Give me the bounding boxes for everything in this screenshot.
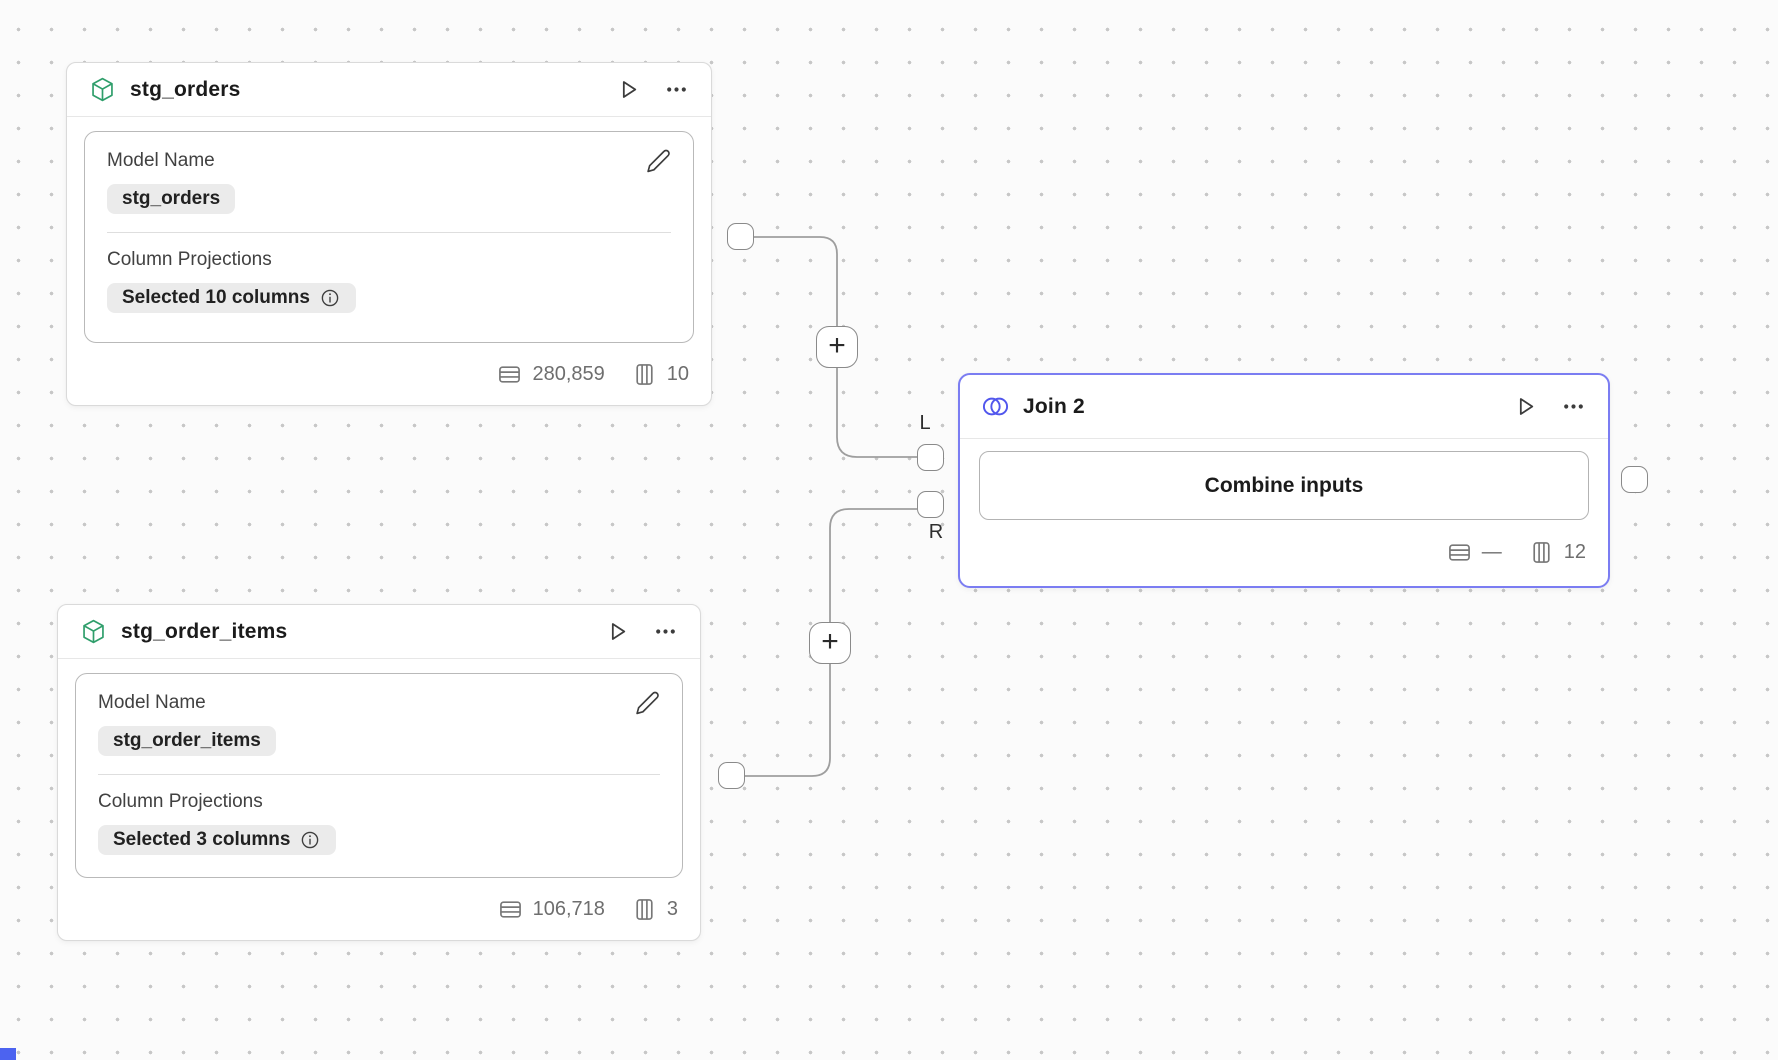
column-count-icon: [632, 897, 657, 922]
row-count: 106,718: [532, 897, 605, 920]
edit-model-name-button[interactable]: [635, 690, 660, 715]
play-icon: [1519, 398, 1534, 415]
selected-columns-chip[interactable]: Selected 3 columns: [98, 825, 337, 855]
play-icon: [622, 81, 637, 98]
column-count-icon: [1529, 540, 1554, 565]
row-count-icon: [1447, 540, 1472, 565]
node-stats: 106,718 3: [58, 878, 700, 940]
run-node-button[interactable]: [616, 77, 641, 102]
node-menu-button[interactable]: [664, 77, 689, 102]
run-node-button[interactable]: [605, 619, 630, 644]
node-header[interactable]: stg_order_items: [58, 605, 700, 659]
selected-columns-chip[interactable]: Selected 10 columns: [107, 283, 356, 313]
info-icon[interactable]: [319, 287, 341, 309]
node-config-panel: Model Name stg_orders Column Projections…: [84, 131, 694, 343]
model-node-stg-orders[interactable]: stg_orders Model Name: [66, 62, 712, 406]
pencil-icon: [636, 691, 659, 714]
node-stats: 280,859 10: [67, 343, 711, 405]
info-icon[interactable]: [299, 829, 321, 851]
play-icon: [611, 623, 626, 640]
node-menu-button[interactable]: [653, 619, 678, 644]
run-node-button[interactable]: [1513, 394, 1538, 419]
join-left-input-port[interactable]: [917, 444, 944, 471]
output-port-stg-order-items[interactable]: [718, 762, 745, 789]
node-config-panel: Model Name stg_order_items Column Projec…: [75, 673, 683, 878]
row-count-icon: [498, 897, 523, 922]
insert-node-on-edge-button-bottom[interactable]: +: [809, 622, 851, 664]
column-count-icon: [632, 362, 657, 387]
divider: [98, 774, 660, 775]
column-count: 12: [1563, 540, 1586, 563]
node-title: Join 2: [1023, 394, 1085, 418]
row-count-icon: [497, 362, 522, 387]
join-right-input-port[interactable]: [917, 491, 944, 518]
row-count: 280,859: [532, 362, 605, 385]
model-name-chip: stg_orders: [107, 184, 236, 214]
canvas-corner-indicator: [0, 1048, 16, 1060]
right-input-label: R: [928, 521, 944, 543]
divider: [107, 232, 671, 233]
model-name-chip: stg_order_items: [98, 726, 276, 756]
column-count: 10: [666, 362, 689, 385]
node-header[interactable]: stg_orders: [67, 63, 711, 117]
column-count: 3: [666, 897, 678, 920]
ellipsis-icon: [667, 87, 686, 92]
join-node[interactable]: Join 2 Combine inputs: [958, 373, 1610, 588]
model-node-stg-order-items[interactable]: stg_order_items Model Name: [57, 604, 701, 941]
node-title: stg_order_items: [121, 619, 288, 643]
model-cube-icon: [89, 76, 116, 103]
model-cube-icon: [80, 618, 107, 645]
insert-node-on-edge-button-top[interactable]: +: [816, 326, 858, 368]
output-port-stg-orders[interactable]: [727, 223, 754, 250]
output-port-join[interactable]: [1621, 466, 1648, 493]
edit-model-name-button[interactable]: [646, 148, 671, 173]
join-icon: [982, 393, 1009, 420]
node-header[interactable]: Join 2: [960, 375, 1608, 439]
row-count: —: [1481, 540, 1502, 563]
column-projections-label: Column Projections: [98, 791, 263, 812]
model-name-label: Model Name: [98, 692, 206, 713]
node-menu-button[interactable]: [1561, 394, 1586, 419]
model-name-label: Model Name: [107, 150, 215, 171]
column-projections-label: Column Projections: [107, 249, 272, 270]
combine-inputs-button[interactable]: Combine inputs: [979, 451, 1589, 520]
pencil-icon: [647, 149, 670, 172]
ellipsis-icon: [1564, 404, 1583, 409]
left-input-label: L: [919, 412, 931, 434]
ellipsis-icon: [656, 629, 675, 634]
node-title: stg_orders: [130, 77, 241, 101]
node-stats: — 12: [960, 520, 1608, 584]
